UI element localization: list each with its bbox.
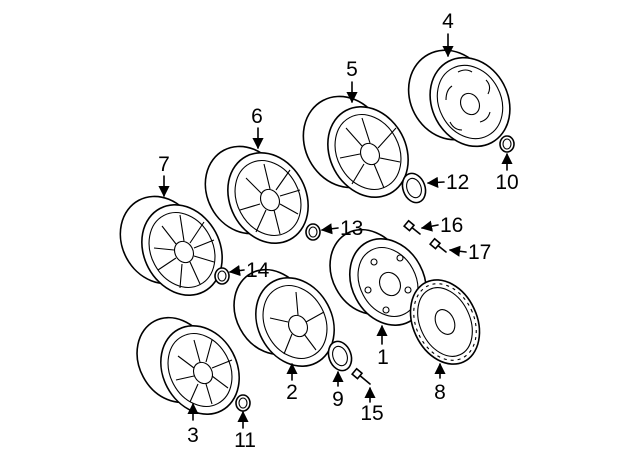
lug-bolt-15 [351,367,371,385]
callout-label-16: 16 [440,214,463,237]
callout-label-7: 7 [158,153,170,176]
callout-label-5: 5 [346,58,358,81]
wheel-5 [302,95,409,198]
callout-label-12: 12 [446,171,469,194]
callout-label-9: 9 [332,388,344,411]
callout-label-11: 11 [234,429,256,452]
callout-label-6: 6 [251,105,263,128]
lug-cap-11 [235,394,251,412]
callout-label-14: 14 [246,259,270,282]
lug-cap-10 [499,135,515,153]
callout-label-17: 17 [468,241,491,264]
lug-bolt-16 [403,219,421,235]
wheel-4 [407,49,511,148]
callout-label-2: 2 [286,381,298,404]
lug-cap-14 [214,267,230,285]
wheel-1 [329,228,427,326]
callout-label-13: 13 [340,217,363,240]
wheel-3 [136,316,240,415]
callout-arrows [158,33,513,429]
wheel-2 [233,268,335,367]
wheel-cover-8 [409,279,481,365]
callout-label-10: 10 [495,171,518,194]
callout-label-8: 8 [434,381,446,404]
lug-cap-13 [305,223,321,241]
center-cap-9 [327,340,353,372]
wheel-6 [204,145,309,244]
center-cap-12 [401,172,427,204]
callout-label-1: 1 [377,346,389,369]
callout-label-4: 4 [442,10,454,33]
callout-label-15: 15 [360,402,383,425]
callout-label-3: 3 [187,424,199,447]
lug-bolt-17 [429,237,447,253]
wheel-7 [119,195,223,296]
